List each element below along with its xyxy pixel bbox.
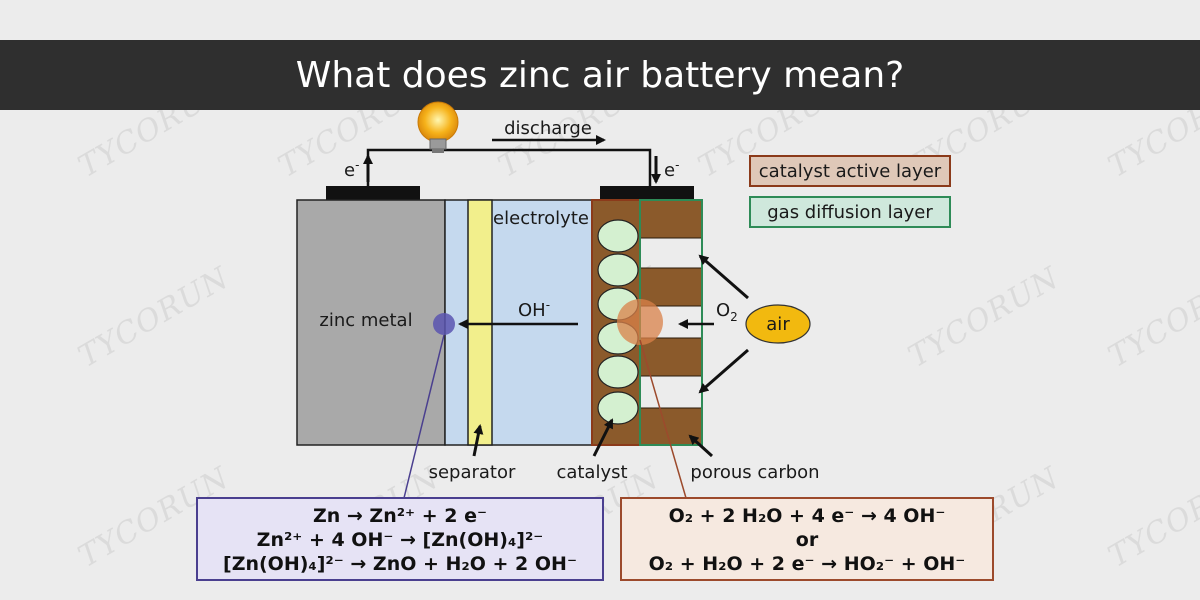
cathode-connector xyxy=(639,339,687,499)
anode-connector xyxy=(403,334,445,499)
air-arrow-down xyxy=(698,348,749,394)
separator-pointer xyxy=(472,424,484,457)
legend-gas-label: gas diffusion layer xyxy=(767,202,933,223)
electron-label-left: e- xyxy=(344,158,359,181)
cathode-reaction-or: or xyxy=(796,529,819,551)
anode-reaction-2: Zn²⁺ + 4 OH⁻ → [Zn(OH)₄]²⁻ xyxy=(257,529,544,551)
porous-carbon-pointer xyxy=(688,434,714,458)
legend-gas-box xyxy=(749,196,951,228)
anode-reaction-site xyxy=(433,313,455,335)
anode-reaction-1: Zn → Zn²⁺ + 2 e⁻ xyxy=(313,505,487,527)
page-title: What does zinc air battery mean? xyxy=(0,40,1200,110)
discharge-label: discharge xyxy=(504,118,592,139)
catalyst-pointer xyxy=(592,418,614,457)
catalyst-particles xyxy=(597,219,639,425)
separator-label: separator xyxy=(429,462,516,483)
cathode-reaction-1: O₂ + 2 H₂O + 4 e⁻ → 4 OH⁻ xyxy=(669,505,946,527)
air-arrow-up xyxy=(698,254,749,300)
legend-catalyst-box xyxy=(749,155,951,187)
cathode-terminal xyxy=(600,186,694,200)
anode-reactions-box xyxy=(196,497,604,581)
cathode-reaction-site xyxy=(617,299,663,345)
external-circuit-wire xyxy=(366,148,652,190)
air-ellipse xyxy=(745,304,811,344)
porous-carbon-label: porous carbon xyxy=(690,462,819,483)
hydroxide-label: OH- xyxy=(518,298,550,321)
light-bulb-icon xyxy=(417,101,459,153)
cathode-reactions-box xyxy=(620,497,994,581)
anode-terminal xyxy=(326,186,420,200)
air-label: air xyxy=(766,314,790,335)
catalyst-label: catalyst xyxy=(556,462,627,483)
anode-reaction-3: [Zn(OH)₄]²⁻ → ZnO + H₂O + 2 OH⁻ xyxy=(223,553,577,575)
separator xyxy=(467,199,493,446)
oxygen-label: O2 xyxy=(716,300,738,324)
electron-label-right: e- xyxy=(664,158,679,181)
electrolyte-label: electrolyte xyxy=(493,208,589,229)
cathode-reaction-2: O₂ + H₂O + 2 e⁻ → HO₂⁻ + OH⁻ xyxy=(649,553,966,575)
zinc-metal-label: zinc metal xyxy=(319,310,412,331)
legend-catalyst-label: catalyst active layer xyxy=(759,161,942,182)
